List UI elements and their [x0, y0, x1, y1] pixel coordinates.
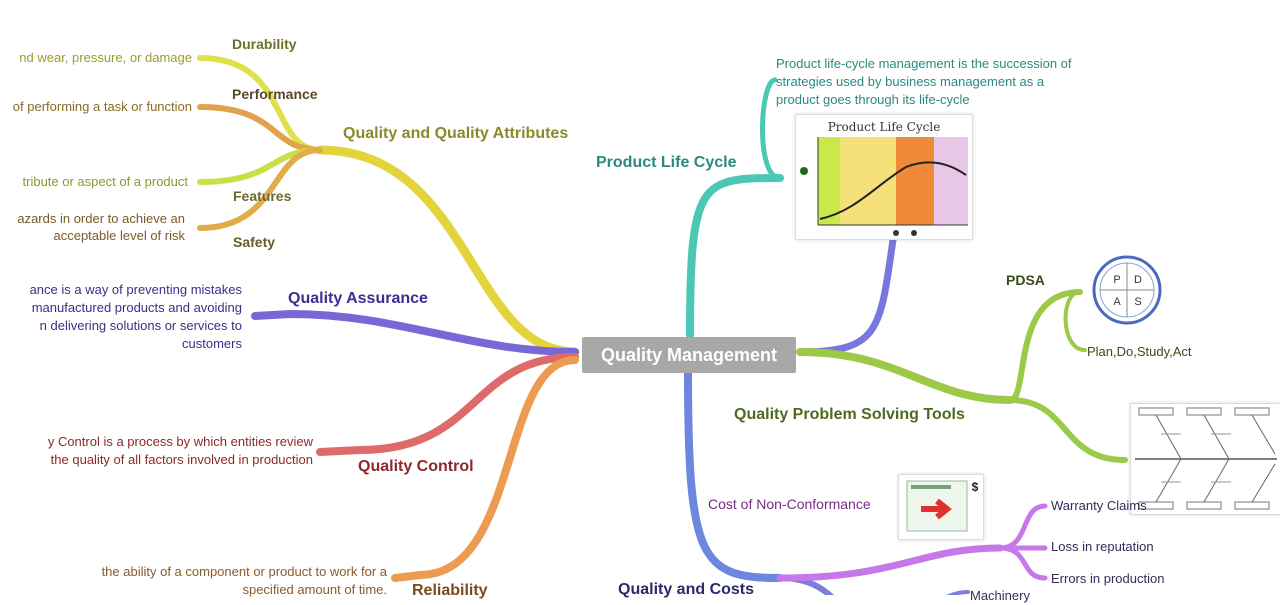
branch-quality-costs	[684, 366, 784, 582]
note-plc-line: strategies used by business management a…	[776, 74, 1045, 89]
note-safety-line2: acceptable level of risk	[53, 228, 185, 243]
pdsa-image[interactable]: P D A S	[1085, 252, 1165, 330]
topic-product-life-cycle[interactable]: Product Life Cycle	[596, 154, 737, 171]
central-topic[interactable]: Quality Management	[582, 337, 796, 373]
note-qa-line: n delivering solutions or services to	[39, 318, 242, 333]
subtopic-safety[interactable]: Safety	[233, 234, 276, 250]
note-durability: nd wear, pressure, or damage	[19, 50, 192, 65]
branch-safety	[197, 147, 323, 231]
branch-fishbone	[1007, 397, 1128, 463]
cost-graphic: $	[906, 480, 979, 532]
branch-qa-attributes	[315, 145, 580, 357]
note-qc-line: the quality of all factors involved in p…	[50, 452, 313, 467]
note-pdsa: Plan,Do,Study,Act	[1087, 344, 1192, 359]
topic-problem-solving[interactable]: Quality Problem Solving Tools	[734, 406, 965, 423]
note-reliability: the ability of a component or product to…	[102, 563, 387, 599]
branch-quality-assurance	[251, 309, 579, 356]
note-safety-line1: azards in order to achieve an	[17, 211, 185, 226]
cost-image[interactable]: $	[898, 474, 984, 540]
note-quality-assurance: ance is a way of preventing mistakes man…	[30, 281, 242, 353]
note-performance: of performing a task or function	[12, 99, 192, 114]
note-product-life-cycle: Product life-cycle management is the suc…	[776, 55, 1072, 109]
svg-text:A: A	[1113, 296, 1121, 308]
note-features: tribute or aspect of a product	[22, 174, 188, 189]
note-qc-line: y Control is a process by which entities…	[47, 434, 313, 449]
branch-machinery	[945, 590, 970, 595]
subtopic-machinery[interactable]: Machinery	[970, 588, 1030, 603]
plc-chart-graphic: Product Life Cycle	[800, 120, 968, 236]
branch-durability	[197, 55, 323, 153]
fishbone-image[interactable]	[1130, 403, 1280, 515]
note-rel-line: the ability of a component or product to…	[101, 564, 387, 579]
subtopic-pdsa[interactable]: PDSA	[1006, 272, 1045, 288]
note-rel-line: specified amount of time.	[242, 582, 387, 597]
note-plc-line: product goes through its life-cycle	[776, 92, 970, 107]
note-qa-line: ance is a way of preventing mistakes	[29, 282, 242, 297]
subtopic-loss-reputation[interactable]: Loss in reputation	[1051, 539, 1154, 554]
topic-quality-assurance[interactable]: Quality Assurance	[288, 290, 428, 307]
pdsa-cycle-graphic: P D A S	[1092, 255, 1162, 325]
subtopic-errors-production[interactable]: Errors in production	[1051, 571, 1165, 586]
branch-problem-solving	[796, 348, 1014, 404]
topic-quality-costs[interactable]: Quality and Costs	[618, 581, 755, 598]
fishbone-diagram-graphic	[1135, 407, 1277, 510]
subtopic-warranty-claims[interactable]: Warranty Claims	[1051, 498, 1147, 513]
branch-quality-control	[316, 353, 579, 456]
plc-image[interactable]: Product Life Cycle	[795, 114, 973, 240]
subtopic-features[interactable]: Features	[233, 188, 292, 204]
branch-pdsa	[1007, 289, 1083, 403]
subtopic-cost-non-conformance[interactable]: Cost of Non-Conformance	[708, 496, 871, 512]
note-plc-line: Product life-cycle management is the suc…	[776, 56, 1072, 71]
svg-text:D: D	[1134, 274, 1142, 286]
svg-text:P: P	[1113, 274, 1120, 286]
subtopic-performance[interactable]: Performance	[232, 86, 318, 102]
branch-cost-nonconformance	[776, 544, 1004, 582]
svg-text:S: S	[1134, 296, 1141, 308]
plc-image-title: Product Life Cycle	[828, 120, 941, 134]
topic-reliability[interactable]: Reliability	[412, 582, 488, 599]
branch-reliability	[391, 356, 579, 582]
topic-quality-control[interactable]: Quality Control	[358, 458, 474, 475]
note-quality-control: y Control is a process by which entities…	[48, 433, 313, 469]
dollar-sign: $	[972, 480, 979, 494]
note-qa-line: customers	[182, 336, 242, 351]
subtopic-durability[interactable]: Durability	[232, 36, 297, 52]
branch-product-life-cycle	[686, 174, 784, 339]
topic-qa-attributes[interactable]: Quality and Quality Attributes	[343, 125, 569, 142]
branch-plc-image	[796, 236, 897, 356]
note-qa-line: manufactured products and avoiding	[31, 300, 242, 315]
branch-pdsa-desc	[1063, 290, 1087, 352]
branch-plc-desc	[760, 77, 783, 181]
branch-errors	[997, 545, 1048, 581]
branch-warranty	[997, 503, 1048, 551]
